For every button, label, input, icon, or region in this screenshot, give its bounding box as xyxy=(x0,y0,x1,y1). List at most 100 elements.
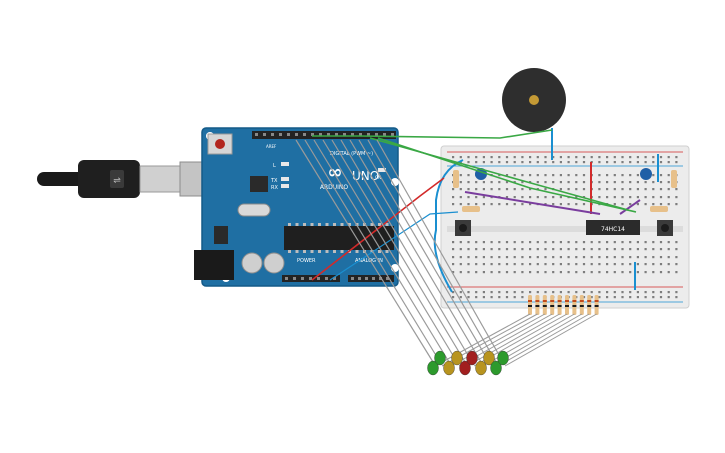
breadboard-hole[interactable] xyxy=(544,291,547,294)
breadboard-hole[interactable] xyxy=(513,203,516,206)
breadboard-hole[interactable] xyxy=(575,181,578,184)
breadboard-hole[interactable] xyxy=(559,271,562,274)
breadboard-hole[interactable] xyxy=(636,248,639,251)
breadboard-hole[interactable] xyxy=(636,156,639,159)
piezo-buzzer[interactable] xyxy=(502,68,566,160)
header-pin[interactable] xyxy=(295,133,298,136)
breadboard-hole[interactable] xyxy=(482,241,485,244)
breadboard-hole[interactable] xyxy=(652,161,655,164)
breadboard-hole[interactable] xyxy=(606,174,609,177)
breadboard-hole[interactable] xyxy=(467,174,470,177)
breadboard-hole[interactable] xyxy=(590,241,593,244)
breadboard-hole[interactable] xyxy=(575,203,578,206)
breadboard-hole[interactable] xyxy=(490,156,493,159)
breadboard-hole[interactable] xyxy=(606,188,609,191)
header-pin[interactable] xyxy=(271,133,274,136)
purple-wire[interactable] xyxy=(619,199,641,215)
breadboard-hole[interactable] xyxy=(552,203,555,206)
breadboard-hole[interactable] xyxy=(575,256,578,259)
blue-wire[interactable] xyxy=(433,159,464,293)
breadboard-hole[interactable] xyxy=(505,196,509,199)
breadboard-hole[interactable] xyxy=(613,174,616,177)
breadboard-hole[interactable] xyxy=(536,241,539,244)
breadboard-hole[interactable] xyxy=(475,263,478,266)
breadboard-hole[interactable] xyxy=(505,271,509,274)
breadboard-hole[interactable] xyxy=(636,256,639,259)
breadboard-hole[interactable] xyxy=(513,291,516,294)
breadboard-hole[interactable] xyxy=(544,271,547,274)
breadboard-hole[interactable] xyxy=(567,241,570,244)
breadboard-hole[interactable] xyxy=(590,291,593,294)
breadboard-hole[interactable] xyxy=(590,248,593,251)
breadboard-hole[interactable] xyxy=(644,271,647,274)
breadboard-hole[interactable] xyxy=(521,248,524,251)
gray-wire[interactable] xyxy=(313,139,450,363)
breadboard-hole[interactable] xyxy=(667,271,670,274)
breadboard-hole[interactable] xyxy=(459,181,462,184)
breadboard-hole[interactable] xyxy=(544,156,547,159)
breadboard-hole[interactable] xyxy=(505,248,509,251)
breadboard-hole[interactable] xyxy=(652,296,655,299)
breadboard-hole[interactable] xyxy=(636,203,639,206)
breadboard-hole[interactable] xyxy=(536,291,539,294)
breadboard-hole[interactable] xyxy=(529,188,532,191)
breadboard-hole[interactable] xyxy=(675,271,678,274)
breadboard-hole[interactable] xyxy=(675,203,678,206)
breadboard-hole[interactable] xyxy=(482,196,485,199)
breadboard-hole[interactable] xyxy=(575,291,578,294)
breadboard-hole[interactable] xyxy=(559,263,562,266)
breadboard-hole[interactable] xyxy=(559,161,562,164)
breadboard-hole[interactable] xyxy=(590,256,593,259)
breadboard-hole[interactable] xyxy=(629,156,632,159)
breadboard-hole[interactable] xyxy=(536,161,539,164)
breadboard-hole[interactable] xyxy=(452,203,455,206)
breadboard-hole[interactable] xyxy=(475,256,478,259)
breadboard-hole[interactable] xyxy=(582,256,586,259)
breadboard-hole[interactable] xyxy=(659,241,663,244)
breadboard-hole[interactable] xyxy=(621,203,624,206)
breadboard-hole[interactable] xyxy=(521,196,524,199)
breadboard-hole[interactable] xyxy=(621,271,624,274)
breadboard-hole[interactable] xyxy=(613,241,616,244)
breadboard-hole[interactable] xyxy=(652,174,655,177)
breadboard-hole[interactable] xyxy=(498,161,501,164)
breadboard-hole[interactable] xyxy=(636,174,639,177)
breadboard-hole[interactable] xyxy=(529,248,532,251)
power-jack[interactable] xyxy=(194,250,234,280)
breadboard-hole[interactable] xyxy=(575,161,578,164)
breadboard-hole[interactable] xyxy=(629,291,632,294)
breadboard-hole[interactable] xyxy=(575,271,578,274)
breadboard-hole[interactable] xyxy=(575,263,578,266)
breadboard-hole[interactable] xyxy=(505,291,509,294)
breadboard-hole[interactable] xyxy=(613,203,616,206)
breadboard-hole[interactable] xyxy=(521,203,524,206)
breadboard-hole[interactable] xyxy=(621,291,624,294)
breadboard-hole[interactable] xyxy=(513,188,516,191)
breadboard-hole[interactable] xyxy=(644,256,647,259)
header-pin[interactable] xyxy=(309,277,312,280)
breadboard-hole[interactable] xyxy=(575,174,578,177)
gray-wire[interactable] xyxy=(497,313,590,367)
breadboard-hole[interactable] xyxy=(659,256,663,259)
breadboard-hole[interactable] xyxy=(536,271,539,274)
breadboard-hole[interactable] xyxy=(629,203,632,206)
breadboard-hole[interactable] xyxy=(659,291,663,294)
breadboard-hole[interactable] xyxy=(636,291,639,294)
breadboard-hole[interactable] xyxy=(636,188,639,191)
breadboard-hole[interactable] xyxy=(529,196,532,199)
breadboard-hole[interactable] xyxy=(629,271,632,274)
breadboard-hole[interactable] xyxy=(567,203,570,206)
gray-wire[interactable] xyxy=(340,139,473,363)
breadboard-hole[interactable] xyxy=(582,241,586,244)
breadboard-hole[interactable] xyxy=(621,161,624,164)
breadboard-hole[interactable] xyxy=(552,174,555,177)
breadboard-hole[interactable] xyxy=(544,196,547,199)
breadboard-hole[interactable] xyxy=(659,174,663,177)
breadboard-hole[interactable] xyxy=(521,156,524,159)
breadboard-hole[interactable] xyxy=(452,196,455,199)
breadboard-hole[interactable] xyxy=(613,296,616,299)
breadboard-hole[interactable] xyxy=(629,181,632,184)
header-pin[interactable] xyxy=(375,133,378,136)
breadboard-hole[interactable] xyxy=(621,241,624,244)
header-pin[interactable] xyxy=(279,133,282,136)
